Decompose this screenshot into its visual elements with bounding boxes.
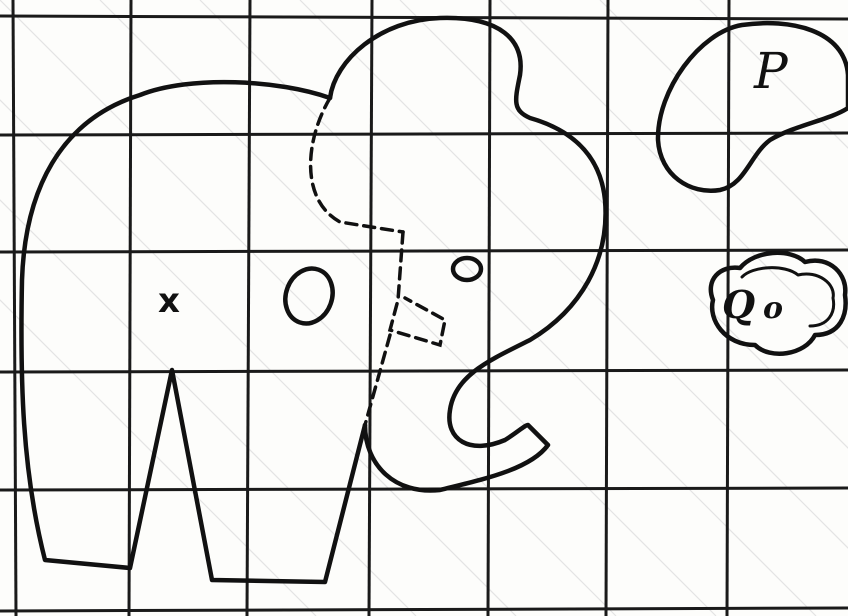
elephant-body-outline	[21, 82, 365, 582]
grid-line-v6	[606, 0, 608, 616]
grid-line-h4	[0, 370, 848, 372]
grid-line-v4	[369, 0, 372, 616]
grid-line-h3	[0, 250, 848, 252]
placement-mark: x	[158, 281, 180, 321]
head-eye-shape	[453, 258, 481, 280]
trunk-fold-dashed	[390, 232, 445, 345]
tail-piece-small-label: o	[763, 291, 783, 326]
ear-piece-outline	[658, 23, 848, 191]
grid-line-v1	[13, 0, 16, 616]
grid-line-v5	[488, 0, 490, 616]
grid-line-v2	[129, 0, 131, 616]
body-eye-shape	[278, 262, 340, 330]
grid-line-h6	[0, 608, 848, 611]
ear-piece-label: P	[753, 42, 789, 100]
tail-piece-inner-outline	[742, 268, 834, 326]
tail-piece-label: Q	[722, 282, 755, 327]
ear-fold-dashed	[311, 98, 403, 232]
grid-line-h2	[0, 133, 848, 135]
grid-line-v3	[247, 0, 250, 616]
